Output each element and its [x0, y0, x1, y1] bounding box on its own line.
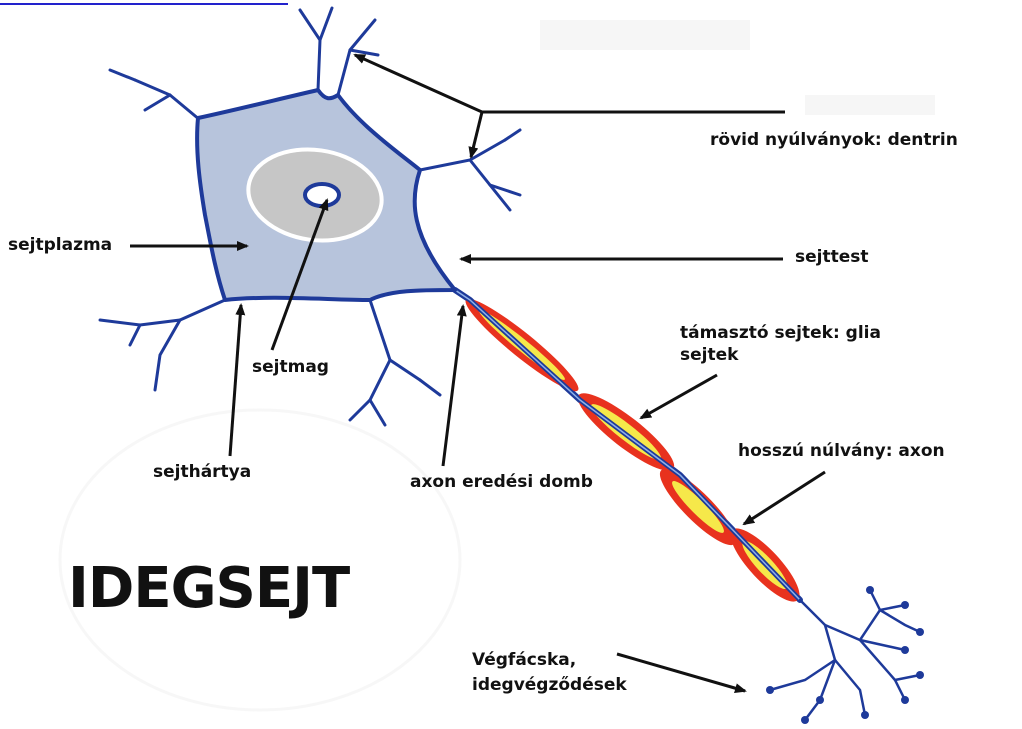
arrow-glia — [641, 375, 717, 418]
arrow-terminals — [617, 654, 745, 691]
label-glia-line2: sejtek — [680, 345, 738, 365]
label-axon: hosszú núlvány: axon — [738, 441, 945, 461]
label-dendrites: rövid nyúlványok: dentrin — [710, 130, 958, 150]
arrow-dendrites-2 — [471, 112, 482, 157]
nucleolus — [305, 184, 339, 206]
label-terminals-line1: Végfácska, — [472, 650, 576, 670]
label-cell-body: sejttest — [795, 247, 869, 267]
myelin-segment-3 — [651, 460, 744, 553]
arrow-axon-hillock — [443, 306, 463, 466]
diagram-title: IDEGSEJT — [68, 556, 349, 621]
label-membrane: sejthártya — [153, 462, 251, 482]
label-glia-line1: támasztó sejtek: glia — [680, 323, 881, 343]
label-cytoplasm: sejtplazma — [8, 235, 112, 255]
arrow-axon — [744, 472, 825, 524]
arrow-membrane — [230, 305, 241, 456]
label-nucleus: sejtmag — [252, 357, 329, 377]
axon-terminals — [766, 586, 924, 724]
arrow-dendrites-1 — [355, 55, 785, 112]
label-terminals-line2: idegvégződések — [472, 675, 627, 695]
label-axon-hillock: axon eredési domb — [410, 472, 593, 492]
